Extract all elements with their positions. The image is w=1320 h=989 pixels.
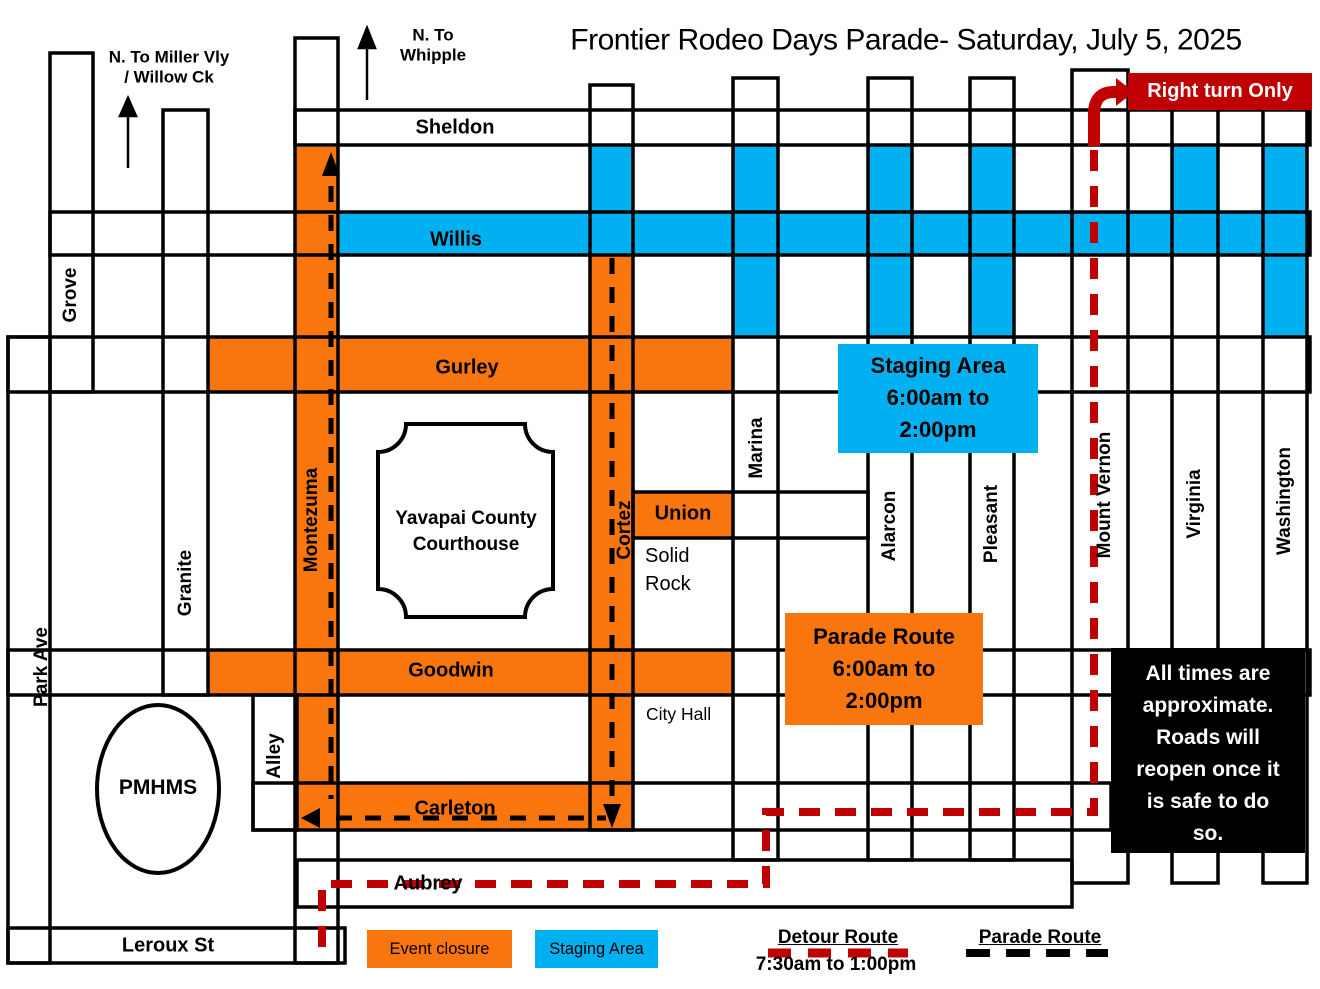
parade-callout-line1: Parade Route (813, 624, 955, 649)
parade-callout-line2: 6:00am to (832, 656, 936, 681)
detour-right-turn-arrowhead (1116, 78, 1134, 106)
street-label-grove: Grove (60, 267, 82, 323)
street-label-alarcon: Alarcon (879, 490, 901, 562)
event-closure-fills (208, 147, 733, 830)
right-turn-only-label: Right turn Only (1147, 80, 1293, 102)
street-label-cortez: Cortez (614, 500, 636, 560)
legend-detour-route-label: Detour Route (777, 927, 899, 949)
parade-callout-line3: 2:00pm (845, 688, 923, 713)
courthouse-label: Yavapai County Courthouse (395, 506, 537, 558)
street-label-marina: Marina (746, 417, 768, 479)
notice-line3: Roads will (1156, 726, 1260, 749)
north-arrow-whipple (357, 24, 377, 100)
street-label-granite: Granite (175, 549, 197, 617)
legend-staging-area-swatch: Staging Area (535, 930, 658, 968)
parade-route-line (328, 186, 615, 821)
solid-rock-label: Solid Rock (645, 542, 691, 598)
street-label-carleton: Carleton (414, 797, 496, 820)
notice-line6: so. (1192, 822, 1224, 845)
parade-route-arrows (301, 152, 621, 828)
city-hall-label: City Hall (646, 704, 712, 724)
street-label-washington: Washington (1274, 447, 1296, 555)
staging-callout-line2: 6:00am to (886, 385, 990, 410)
north-arrow-miller (118, 94, 138, 168)
street-label-gurley: Gurley (435, 356, 499, 379)
street-label-park-ave: Park Ave (31, 627, 53, 707)
staging-callout-line1: Staging Area (870, 353, 1006, 378)
street-label-union: Union (654, 502, 712, 525)
street-label-sheldon: Sheldon (415, 116, 495, 139)
pmhms-outline (95, 703, 221, 875)
courthouse-outline (376, 422, 555, 619)
parade-route-callout: Parade Route 6:00am to 2:00pm (785, 613, 983, 725)
legend-detour-time-label: 7:30am to 1:00pm (755, 954, 917, 976)
detour-route-line (318, 148, 1098, 947)
courthouse-label-line2: Courthouse (412, 534, 520, 555)
times-notice-box: All times are approximate. Roads will re… (1111, 648, 1305, 853)
street-label-virginia: Virginia (1184, 469, 1206, 539)
solid-rock-label-line1: Solid (645, 545, 690, 567)
staging-callout-line3: 2:00pm (899, 417, 977, 442)
staging-area-fills (340, 145, 1310, 337)
notice-line4: reopen once it (1136, 758, 1280, 781)
notice-line1: All times are (1145, 662, 1271, 685)
direction-note-miller-line1: N. To Miller Vly (108, 47, 230, 67)
notice-line5: is safe to do (1146, 790, 1270, 813)
street-label-leroux: Leroux St (121, 934, 215, 957)
street-label-aubrey: Aubrey (393, 872, 463, 895)
street-label-pleasant: Pleasant (981, 484, 1003, 564)
legend-staging-area-label: Staging Area (549, 940, 644, 958)
street-label-goodwin: Goodwin (408, 659, 494, 682)
solid-rock-label-line2: Rock (645, 573, 691, 595)
direction-note-whipple-line2: Whipple (399, 46, 467, 65)
legend-event-closure-label: Event closure (389, 940, 490, 958)
street-grid-lines (6, 36, 1312, 965)
legend-parade-route-label: Parade Route (978, 927, 1102, 949)
direction-note-miller-line2: / Willow Ck (124, 68, 214, 87)
street-label-willis: Willis (429, 228, 483, 251)
courthouse-label-line1: Yavapai County (395, 508, 537, 529)
direction-note-whipple: N. To Whipple (400, 26, 466, 67)
detour-right-turn-curve (1088, 86, 1118, 146)
staging-area-callout: Staging Area 6:00am to 2:00pm (838, 344, 1038, 453)
street-label-alley: Alley (264, 733, 286, 779)
page-title: Frontier Rodeo Days Parade- Saturday, Ju… (570, 23, 1242, 57)
legend-event-closure-swatch: Event closure (367, 930, 512, 968)
right-turn-only-sign: Right turn Only (1128, 73, 1312, 110)
direction-note-miller: N. To Miller Vly / Willow Ck (109, 48, 230, 89)
direction-note-whipple-line1: N. To (412, 25, 454, 45)
notice-line2: approximate. (1142, 694, 1274, 717)
street-label-mount-vernon: Mount Vernon (1094, 431, 1116, 559)
street-label-montezuma: Montezuma (301, 467, 323, 573)
pmhms-label: PMHMS (118, 775, 198, 799)
